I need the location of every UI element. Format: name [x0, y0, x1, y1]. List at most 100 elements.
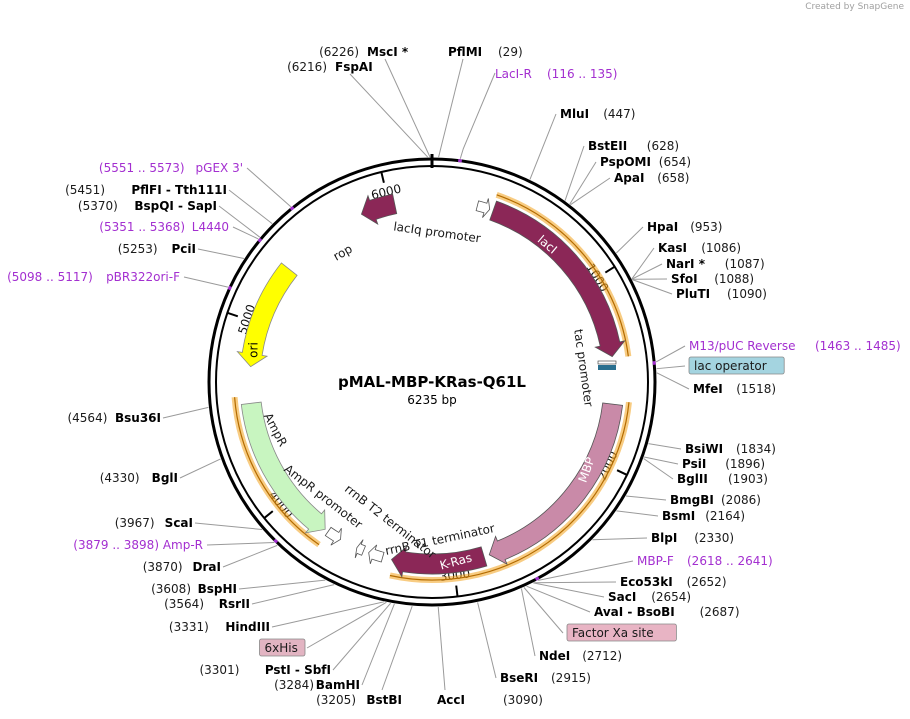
- site-position: (5253): [118, 242, 158, 256]
- site-position: (3205): [316, 693, 356, 707]
- restriction-site-label: BstBI (3205): [316, 693, 402, 707]
- primer-name: M13/pUC Reverse: [689, 339, 796, 353]
- feature-box-text: 6xHis: [265, 641, 298, 655]
- site-name: PstI - SbfI: [265, 663, 331, 677]
- restriction-site-label: MscI *(6226): [319, 45, 409, 59]
- site-name: BglII: [677, 472, 708, 486]
- restriction-site-label: BsiWI(1834): [685, 442, 776, 456]
- restriction-site-label: BlpI(2330): [651, 531, 734, 545]
- primer-label: pBR322ori-F(5098 .. 5117): [7, 270, 180, 284]
- label-leader-line: [349, 73, 429, 158]
- primer-label: MBP-F(2618 .. 2641): [637, 554, 773, 568]
- label-leader-line: [616, 226, 644, 254]
- site-name: AccI: [437, 693, 465, 707]
- orf-highlight-line: [496, 194, 629, 357]
- restriction-site-label: BamHI(3284): [274, 678, 360, 692]
- site-position: (1087): [725, 257, 765, 271]
- label-leader-line: [656, 365, 686, 370]
- site-name: BstBI: [366, 693, 402, 707]
- label-leader-line: [238, 579, 326, 590]
- site-position: (658): [657, 171, 689, 185]
- feature-rrnb-t2-terminator: [354, 539, 366, 559]
- label-leader-line: [564, 145, 585, 201]
- restriction-site-label: PflMI(29): [448, 45, 523, 59]
- feature-box-text: lac operator: [694, 359, 767, 373]
- restriction-site-label: BspQI - SapI(5370): [78, 199, 217, 213]
- label-leader-line: [228, 189, 273, 225]
- site-position: (2330): [694, 531, 734, 545]
- site-name: Eco53kI: [620, 575, 673, 589]
- lac-operator-mark: [598, 365, 616, 370]
- label-leader-line: [332, 602, 392, 671]
- site-name: AvaI - BsoBI: [594, 605, 675, 619]
- site-position: (2915): [551, 671, 591, 685]
- site-name: BamHI: [316, 678, 360, 692]
- restriction-site-label: AccI (3090): [437, 693, 543, 707]
- primer-name: pGEX 3': [196, 161, 243, 175]
- site-position: (1903): [728, 472, 768, 486]
- primer-binding-mark: [273, 538, 279, 544]
- site-position: (4564): [67, 411, 107, 425]
- label-leader-line: [222, 544, 278, 568]
- feature-ampr-promoter: [324, 526, 342, 546]
- label-leader-line: [644, 456, 679, 465]
- site-position: (6226): [319, 45, 359, 59]
- primer-range: (5351 .. 5368): [99, 220, 185, 234]
- site-position: (1088): [714, 272, 754, 286]
- feature-label: tac promoter: [571, 328, 596, 407]
- primer-name: MBP-F: [637, 554, 674, 568]
- site-position: (6216): [287, 60, 327, 74]
- restriction-site-label: ApaI(658): [614, 171, 689, 185]
- feature-rrnb-t1-terminator: [368, 544, 385, 564]
- label-leader-line: [162, 406, 209, 419]
- feature-box: [259, 638, 306, 657]
- label-leaders: [162, 58, 690, 691]
- restriction-site-label: BseRI(2915): [500, 671, 591, 685]
- feature-box-text: Factor Xa site: [572, 626, 654, 640]
- feature-box-label: lac operator: [688, 356, 785, 375]
- feature-k-ras: [391, 546, 488, 578]
- site-position: (3284): [274, 678, 314, 692]
- site-position: (953): [690, 220, 722, 234]
- restriction-site-label: BglII (1903): [677, 472, 768, 486]
- label-leader-line: [631, 263, 663, 280]
- feature-box: [566, 623, 677, 642]
- restriction-site-label: BsmI(2164): [662, 509, 745, 523]
- site-position: (3090): [503, 693, 543, 707]
- feature-box: [688, 356, 785, 375]
- primer-name: LacI-R: [495, 67, 532, 81]
- site-position: (2712): [582, 649, 622, 663]
- site-name: RsrII: [219, 597, 250, 611]
- label-leader-line: [533, 582, 605, 598]
- restriction-site-label: PstI - SbfI(3301): [199, 663, 331, 677]
- label-leader-line: [570, 177, 611, 206]
- primer-binding-mark: [534, 576, 540, 581]
- scale-tick: [227, 311, 239, 318]
- restriction-site-label: MluI(447): [560, 107, 635, 121]
- plasmid-name: pMAL-MBP-KRas-Q61L: [338, 373, 526, 391]
- label-leader-line: [232, 226, 259, 240]
- site-position: (5370): [78, 199, 118, 213]
- feature-laci: [489, 200, 626, 358]
- primer-label: pGEX 3'(5551 .. 5573): [99, 161, 243, 175]
- restriction-site-label: ScaI(3967): [115, 516, 193, 530]
- site-name: PflMI: [448, 45, 482, 59]
- site-name: PluTI: [676, 287, 710, 301]
- site-name: MfeI: [693, 382, 723, 396]
- site-name: DraI: [193, 560, 221, 574]
- site-name: SacI: [608, 590, 636, 604]
- site-name: BstEII: [588, 139, 627, 153]
- label-leader-line: [246, 167, 292, 208]
- label-leader-line: [381, 605, 413, 691]
- primer-label: Amp-R(3879 .. 3898): [73, 538, 203, 552]
- primer-name: Amp-R: [163, 538, 203, 552]
- scale-tick: [455, 585, 459, 597]
- site-position: (3331): [169, 620, 209, 634]
- site-position: (2164): [705, 509, 745, 523]
- label-leader-line: [656, 372, 690, 390]
- label-leader-line: [437, 606, 446, 691]
- scale-tick: [604, 265, 616, 274]
- site-position: (447): [603, 107, 635, 121]
- orf-highlight-line: [389, 402, 630, 581]
